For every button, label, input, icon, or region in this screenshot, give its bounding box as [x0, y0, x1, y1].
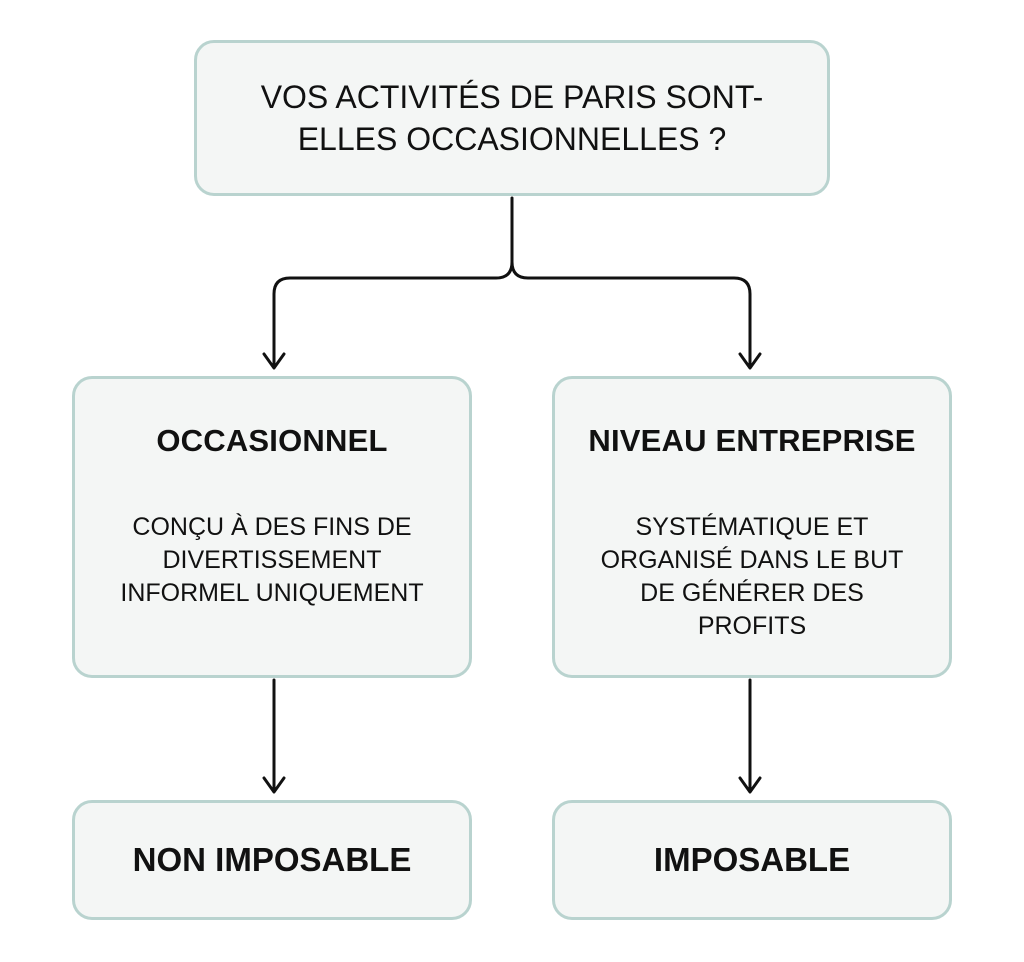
arrowhead-tax [738, 776, 762, 794]
question-box: VOS ACTIVITÉS DE PARIS SONT- ELLES OCCAS… [194, 40, 830, 196]
occasional-description: CONÇU À DES FINS DE DIVERTISSEMENT INFOR… [120, 513, 424, 607]
non-taxable-box: NON IMPOSABLE [72, 800, 472, 920]
taxable-label: IMPOSABLE [653, 841, 851, 878]
occasional-title: OCCASIONNEL [156, 423, 388, 458]
question-text: VOS ACTIVITÉS DE PARIS SONT- ELLES OCCAS… [260, 79, 764, 157]
business-box: NIVEAU ENTREPRISE SYSTÉMATIQUE ET ORGANI… [552, 376, 952, 678]
taxable-box: IMPOSABLE [552, 800, 952, 920]
business-description: SYSTÉMATIQUE ET ORGANISÉ DANS LE BUT DE … [600, 513, 904, 640]
non-taxable-label: NON IMPOSABLE [132, 841, 412, 878]
arrowhead-business [738, 352, 762, 370]
arrowhead-nontax [262, 776, 286, 794]
arrowhead-occasional [262, 352, 286, 370]
connector-question-to-business [510, 260, 752, 368]
connector-question-to-occasional [272, 196, 514, 368]
occasional-box: OCCASIONNEL CONÇU À DES FINS DE DIVERTIS… [72, 376, 472, 678]
business-title: NIVEAU ENTREPRISE [588, 423, 916, 458]
